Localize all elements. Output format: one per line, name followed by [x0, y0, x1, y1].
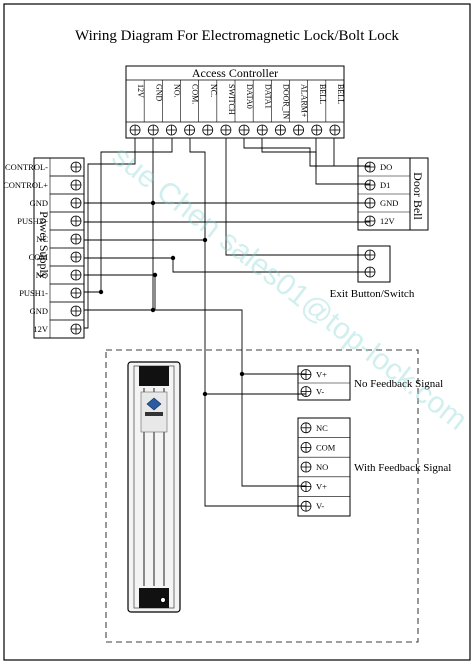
wf-pin-label: COM: [316, 442, 336, 452]
wf-terminal: [300, 461, 312, 473]
access-controller: Access Controller 12V GND NO. COM. NC. SWITCH…: [125, 65, 345, 139]
no-feedback-label: No Feedback Signal: [354, 378, 443, 390]
nf-pin-label: V-: [316, 387, 324, 397]
ac-terminal: [202, 124, 214, 136]
nf-terminal: [300, 386, 312, 397]
ps-terminal: [70, 161, 82, 173]
ps-pin-label: PUSH2+: [17, 216, 48, 226]
exit-button-label: Exit Button/Switch: [330, 288, 415, 300]
page-border: [3, 3, 471, 661]
brand-logo-icon: [146, 397, 162, 411]
wf-pin-label: V-: [316, 501, 324, 511]
with-feedback-box: [297, 417, 351, 517]
lock-area: [105, 349, 419, 643]
access-controller-pins: 12V GND NO. COM. NC. SWITCH DATA0 DATA1 DOOR_IN A…: [129, 80, 345, 136]
wires: [84, 138, 370, 507]
db-pin-label: DO: [380, 162, 392, 172]
ps-terminal: [70, 179, 82, 191]
ac-terminal: [256, 124, 268, 136]
ac-terminal: [129, 124, 141, 136]
ac-pin-label: DOOR_IN: [281, 84, 290, 119]
ps-terminal: [70, 197, 82, 209]
ps-terminal: [70, 323, 82, 335]
ac-pin-label: BELL: [318, 84, 327, 104]
ac-pin-label: NO.: [172, 84, 181, 98]
ac-terminal: [293, 124, 304, 136]
db-terminal: [364, 179, 376, 191]
ac-terminal: [275, 124, 286, 136]
wf-terminal: [300, 422, 312, 434]
ac-pin-label: BELL: [336, 84, 345, 104]
ps-pin-label: 12V: [33, 324, 49, 334]
wf-terminal: [300, 441, 312, 453]
ps-pin-label: PUSH1-: [19, 288, 48, 298]
access-controller-box: [125, 65, 345, 139]
ac-terminal: [220, 124, 232, 136]
ac-terminal: [238, 124, 250, 136]
exit-button: Exit Button/Switch: [330, 245, 415, 300]
exit-button-box: [357, 245, 391, 283]
ps-pin-label: COM: [29, 252, 49, 262]
ps-pin-label: NC: [36, 234, 48, 244]
ps-terminal: [70, 287, 82, 299]
lock-screw-icon: [160, 597, 166, 603]
ac-pin-label: COM.: [191, 84, 200, 104]
ps-terminal: [70, 269, 82, 281]
magnetic-lock: [127, 361, 181, 613]
ac-pin-label: NC.: [209, 84, 218, 97]
nf-terminal: [300, 369, 312, 380]
ac-pin-label: SWITCH: [227, 84, 236, 115]
wf-pin-label: NO: [316, 462, 328, 472]
ps-pin-label: GND: [30, 306, 48, 316]
wf-pin-label: NC: [316, 423, 328, 433]
power-supply: Power Supply CONTROL- CONTROL+ GND PUSH2+ NC…: [3, 157, 85, 339]
diagram-title: Wiring Diagram For Electromagnetic Lock/…: [75, 28, 399, 44]
wf-terminal: [300, 481, 312, 493]
ps-terminal: [70, 305, 82, 317]
no-feedback-block: V+ V- No Feedback Signal: [297, 365, 443, 401]
wire-junctions: [98, 200, 245, 397]
ac-pin-label: DATA1: [263, 84, 272, 109]
ac-pin-label: DATA0: [245, 84, 254, 109]
ac-terminal: [166, 124, 177, 136]
nf-pin-label: V+: [316, 370, 327, 380]
ac-terminal: [311, 124, 323, 136]
ps-terminal: [70, 251, 82, 263]
db-pin-label: GND: [380, 198, 398, 208]
ac-pin-label: 12V: [136, 84, 145, 98]
ac-pin-label: GND: [154, 84, 163, 102]
db-terminal: [364, 161, 376, 173]
ps-terminal: [70, 215, 82, 227]
ps-pin-label: GND: [30, 198, 48, 208]
db-terminal: [364, 215, 376, 227]
ps-pin-label: CONTROL+: [3, 180, 48, 190]
power-supply-pins: CONTROL- CONTROL+ GND PUSH2+ NC COM NO PUSH1- GN…: [3, 157, 85, 339]
with-feedback-label: With Feedback Signal: [354, 462, 451, 474]
power-supply-label: Power Supply: [37, 211, 51, 279]
wf-pin-label: V+: [316, 482, 327, 492]
with-feedback-block: NC COM NO V+ V- With Feedback Signal: [297, 417, 451, 517]
ps-pin-label: CONTROL-: [5, 162, 48, 172]
ps-terminal: [70, 233, 82, 245]
ac-terminal: [147, 124, 159, 136]
ac-terminal: [329, 124, 341, 136]
access-controller-label: Access Controller: [192, 66, 278, 80]
ac-terminal: [184, 124, 195, 136]
ps-pin-label: NO: [36, 270, 48, 280]
db-pin-label: D1: [380, 180, 390, 190]
ac-pin-label: ALARM+: [300, 84, 309, 118]
door-bell-label: Door Bell: [411, 172, 425, 220]
db-pin-label: 12V: [380, 216, 396, 226]
